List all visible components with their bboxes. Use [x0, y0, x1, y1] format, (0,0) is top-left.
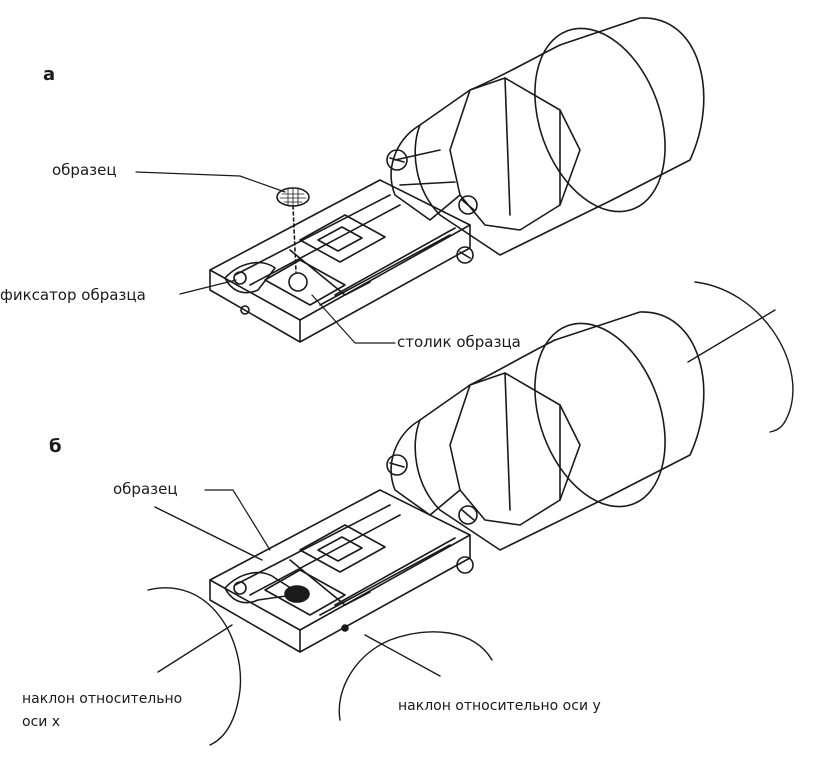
holder-a-tip-rail-left [234, 194, 401, 286]
holder-a-stage-hole [288, 272, 308, 292]
tilt-x-arc [147, 587, 242, 746]
holder-b-housing-outline [554, 311, 705, 496]
leader-a-clamp [179, 279, 237, 295]
holder-b-housing-rim [534, 322, 666, 508]
holder-b-screw-side [458, 505, 478, 525]
holder-a-clamp-pivot [233, 271, 247, 285]
holder-a [209, 17, 705, 343]
panel-a-letter: а [43, 64, 56, 85]
holder-a-sample-stage [264, 259, 346, 306]
leader-b-sample [204, 489, 271, 551]
panel-b-letter: б [49, 436, 62, 457]
holder-a-collar [390, 124, 461, 221]
holder-a-spring [289, 249, 371, 296]
holder-b-hex-nut [449, 372, 581, 526]
label-a-sample: образец [52, 161, 117, 179]
holder-a-sample-drop-line [292, 205, 297, 273]
holder-a-stage-recess [299, 214, 386, 263]
holder-b-housing-body [414, 339, 613, 551]
holder-b-sample-stage [264, 569, 346, 616]
label-tilt-x-line2: оси x [22, 714, 61, 730]
holder-b-tip-plate-thickness [209, 534, 471, 653]
holder-b-clamp [224, 571, 301, 604]
holder-a-window [317, 226, 363, 252]
leader-a-stage [311, 294, 396, 344]
holder-a-tip-rail-right [319, 227, 456, 306]
holder-a-clamp [224, 261, 276, 294]
label-tilt-x-line1: наклон относительно [22, 691, 183, 707]
holder-a-housing-rim [534, 27, 666, 213]
tilt-y-arc [338, 631, 493, 721]
holder-a-hex-face-1 [504, 77, 511, 216]
holder-a-screw-side [458, 195, 478, 215]
label-tilt-y: наклон относительно оси y [398, 698, 601, 714]
holder-a-neck [394, 149, 456, 186]
leader-a-sample [135, 171, 286, 193]
holder-b [209, 311, 705, 653]
holder-b-screw-bottom [456, 556, 474, 574]
tilt-axis-x-line [154, 506, 263, 673]
holder-a-tip-plate-thickness [209, 224, 471, 343]
tilt-axis-y-line [364, 309, 776, 677]
label-a-stage: столик образца [397, 333, 521, 351]
holder-b-stage-recess [299, 524, 386, 573]
label-a-clamp: фиксатор образца [0, 286, 146, 304]
holder-a-hex-nut [449, 77, 581, 231]
holder-a-housing-body [414, 44, 613, 256]
holder-a-housing-outline [559, 17, 705, 201]
holder-a-screw-top [386, 149, 408, 171]
holder-a-sample-mesh [279, 187, 307, 207]
holder-b-screw-top [386, 454, 408, 476]
label-b-sample: образец [113, 480, 178, 498]
tilt-rear-arc [694, 281, 794, 433]
holder-b-collar [390, 419, 461, 516]
